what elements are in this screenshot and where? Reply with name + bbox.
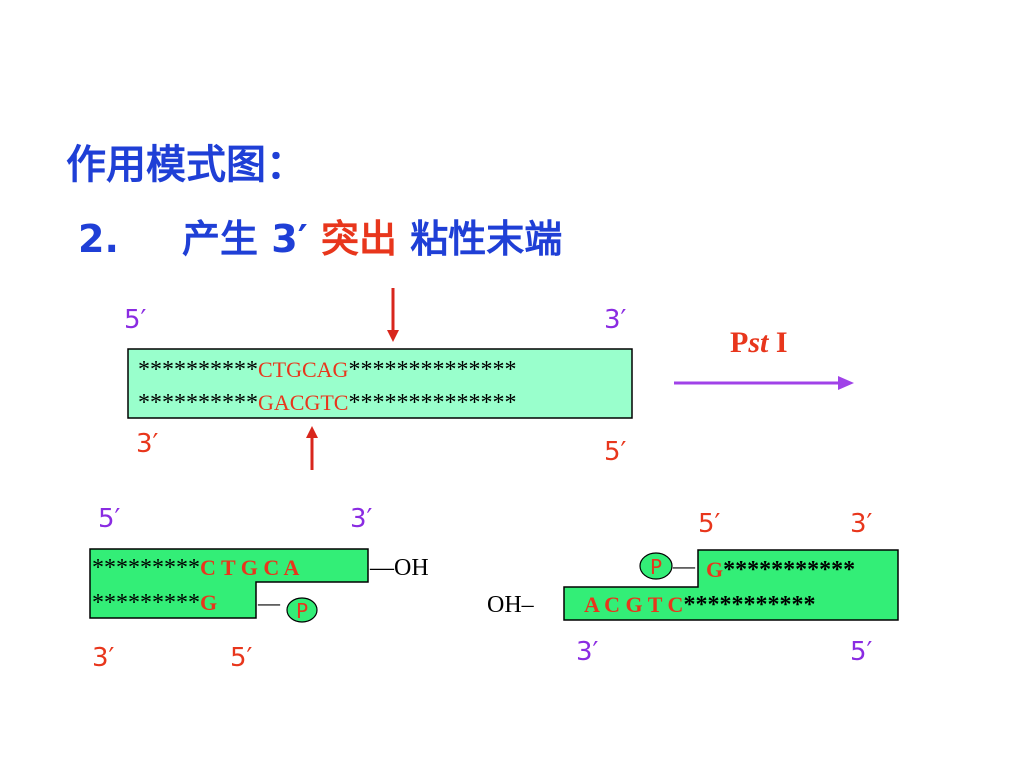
left-top-site: C T G C A xyxy=(200,555,300,580)
dna-strand-bottom: **********GACGTC************** xyxy=(138,390,516,416)
right-label-3-bottom: 3′ xyxy=(576,637,599,667)
dna-duplex-box xyxy=(127,348,633,419)
enzyme-label-suffix: I xyxy=(768,326,787,359)
strand-top-prefix: ********** xyxy=(138,357,258,383)
right-phosphate-badge: P xyxy=(639,552,673,580)
subtitle-part-4: 粘性末端 xyxy=(410,217,562,261)
enzyme-label: Pst I xyxy=(730,326,788,359)
top-label-5-right: 5′ xyxy=(604,437,627,467)
left-fragment-shape xyxy=(89,548,369,619)
right-fragment-strand-bottom: A C G T C*********** xyxy=(584,592,815,618)
right-label-5-top: 5′ xyxy=(698,509,721,539)
strand-top-site: CTGCAG xyxy=(258,357,349,382)
left-fragment-strand-bottom: *********G xyxy=(92,590,217,616)
strand-bottom-prefix: ********** xyxy=(138,390,258,416)
right-fragment-shape xyxy=(563,549,899,621)
strand-top-suffix: ************** xyxy=(348,357,516,383)
left-label-5-bottom: 5′ xyxy=(230,643,253,673)
left-fragment-strand-top: *********C T G C A xyxy=(92,555,300,581)
left-top-prefix: ********* xyxy=(92,555,200,581)
enzyme-label-prefix: P xyxy=(730,326,748,359)
left-bottom-prefix: ********* xyxy=(92,590,200,616)
right-top-suffix: *********** xyxy=(723,557,855,583)
subtitle-part-2: 3′ xyxy=(271,217,307,261)
left-label-3-top: 3′ xyxy=(350,504,373,534)
reaction-arrow xyxy=(674,376,854,390)
subtitle-number: 2. xyxy=(78,217,119,261)
dna-strand-top: **********CTGCAG************** xyxy=(138,357,516,383)
right-oh-group: OH– xyxy=(487,592,535,618)
left-phosphate-link: — xyxy=(257,590,281,615)
strand-bottom-suffix: ************** xyxy=(348,390,516,416)
left-phosphate-label: P xyxy=(296,599,308,623)
cut-arrow-up xyxy=(306,426,318,470)
top-label-5-left: 5′ xyxy=(124,305,147,335)
right-phosphate-link: — xyxy=(672,553,696,578)
cut-arrow-down xyxy=(387,288,399,342)
right-label-5-bottom: 5′ xyxy=(850,637,873,667)
left-bottom-site: G xyxy=(200,590,217,615)
left-label-3-bottom: 3′ xyxy=(92,643,115,673)
strand-bottom-site: GACGTC xyxy=(258,390,348,415)
right-fragment-strand-top: G*********** xyxy=(706,557,855,583)
top-label-3-right: 3′ xyxy=(604,305,627,335)
left-phosphate-badge: P xyxy=(286,597,318,623)
slide-subtitle: 2. 产生 3′ 突出 粘性末端 xyxy=(78,217,562,261)
top-label-3-left: 3′ xyxy=(136,429,159,459)
right-bottom-site: A C G T C xyxy=(584,592,683,617)
right-bottom-suffix: *********** xyxy=(683,592,815,618)
enzyme-label-italic: st xyxy=(747,326,770,359)
right-label-3-top: 3′ xyxy=(850,509,873,539)
left-oh-group: —OH xyxy=(369,555,429,581)
right-top-site: G xyxy=(706,557,723,582)
subtitle-part-3: 突出 xyxy=(321,217,397,261)
subtitle-part-1: 产生 xyxy=(182,217,258,261)
right-phosphate-label: P xyxy=(650,555,662,579)
left-label-5-top: 5′ xyxy=(98,504,121,534)
slide-heading: 作用模式图： xyxy=(66,142,306,188)
